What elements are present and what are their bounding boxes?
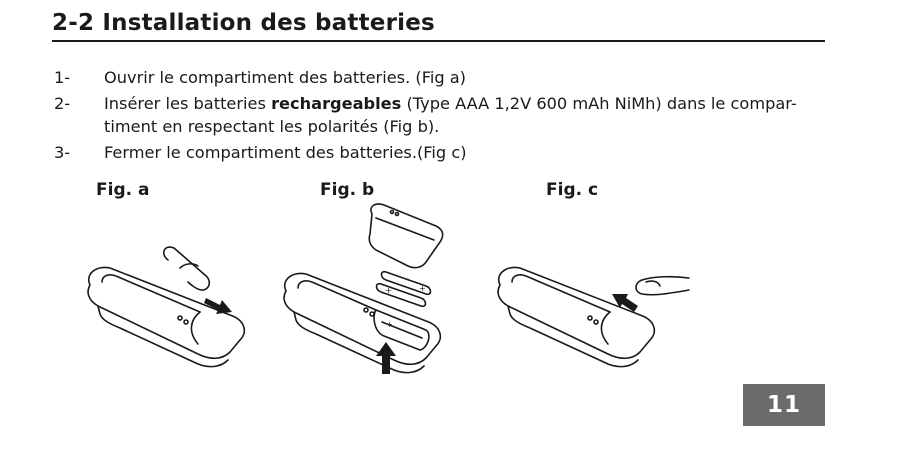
fingernail (179, 263, 199, 269)
finger-icon (635, 275, 690, 296)
step-text: Ouvrir le compartiment des batteries. (F… (104, 66, 834, 89)
step-number: 1- (54, 68, 71, 87)
remote-dot (587, 315, 593, 321)
remote-top-face (101, 274, 201, 313)
step-number: 3- (54, 143, 71, 162)
remote-side (507, 305, 639, 368)
remote-body (87, 266, 246, 360)
remote-top-face (511, 274, 611, 313)
svg-text:+: + (386, 320, 393, 329)
slide-arrow-icon (204, 298, 232, 314)
step-text-part: Insérer les batteries (104, 94, 272, 113)
step-text-part: (Type AAA 1,2V 600 mAh NiMh) dans le com… (104, 94, 797, 136)
page-number: 11 (743, 384, 825, 426)
cover-dot (394, 211, 400, 217)
polarity-marks: + + + (385, 284, 426, 329)
figure-label-a: Fig. a (96, 180, 150, 200)
instruction-step: 3- Fermer le compartiment des batteries.… (54, 141, 834, 164)
instruction-list: 1- Ouvrir le compartiment des batteries.… (54, 66, 834, 167)
figure-label-b: Fig. b (320, 180, 375, 200)
svg-text:+: + (419, 284, 426, 293)
battery-cover (368, 203, 444, 269)
instruction-step: 2- Insérer les batteries rechargeables (… (54, 92, 834, 138)
battery-cover-edge (600, 311, 611, 345)
remote-dot (177, 315, 183, 321)
battery (380, 270, 432, 296)
remote-side (97, 305, 229, 368)
insert-arrow-icon (376, 342, 396, 374)
compartment-divider (381, 321, 423, 339)
battery-cover-ridge (375, 217, 435, 241)
step-number: 2- (54, 94, 71, 113)
battery-cover-edge (190, 311, 201, 345)
remote-body (283, 272, 442, 366)
remote-dot (369, 311, 375, 317)
section-title: 2-2 Installation des batteries (52, 10, 435, 36)
step-text: Fermer le compartiment des batteries.(Fi… (104, 141, 834, 164)
cover-dot (389, 209, 395, 215)
step-text-part: Fermer le compartiment des batteries.(Fi… (104, 143, 467, 162)
step-text-bold: rechargeables (271, 94, 402, 113)
finger-icon (162, 246, 211, 291)
figure-label-c: Fig. c (546, 180, 599, 200)
remote-top-face (297, 280, 377, 311)
remote-body (497, 266, 656, 360)
close-arrow-icon (612, 294, 638, 312)
figure-b-illustration: + + + (283, 203, 444, 374)
svg-text:+: + (385, 286, 392, 295)
remote-side (293, 311, 425, 374)
step-text: Insérer les batteries rechargeables (Typ… (104, 92, 834, 138)
step-text-part: Ouvrir le compartiment des batteries. (F… (104, 68, 466, 87)
section-heading: 2-2 Installation des batteries (52, 6, 825, 42)
figure-c-illustration (497, 266, 690, 368)
battery-compartment (373, 309, 430, 351)
remote-dot (593, 319, 599, 325)
instruction-step: 1- Ouvrir le compartiment des batteries.… (54, 66, 834, 89)
fingernail (645, 280, 661, 287)
figure-a-illustration (87, 246, 246, 368)
battery (375, 282, 427, 308)
remote-dot (363, 307, 369, 313)
remote-dot (183, 319, 189, 325)
